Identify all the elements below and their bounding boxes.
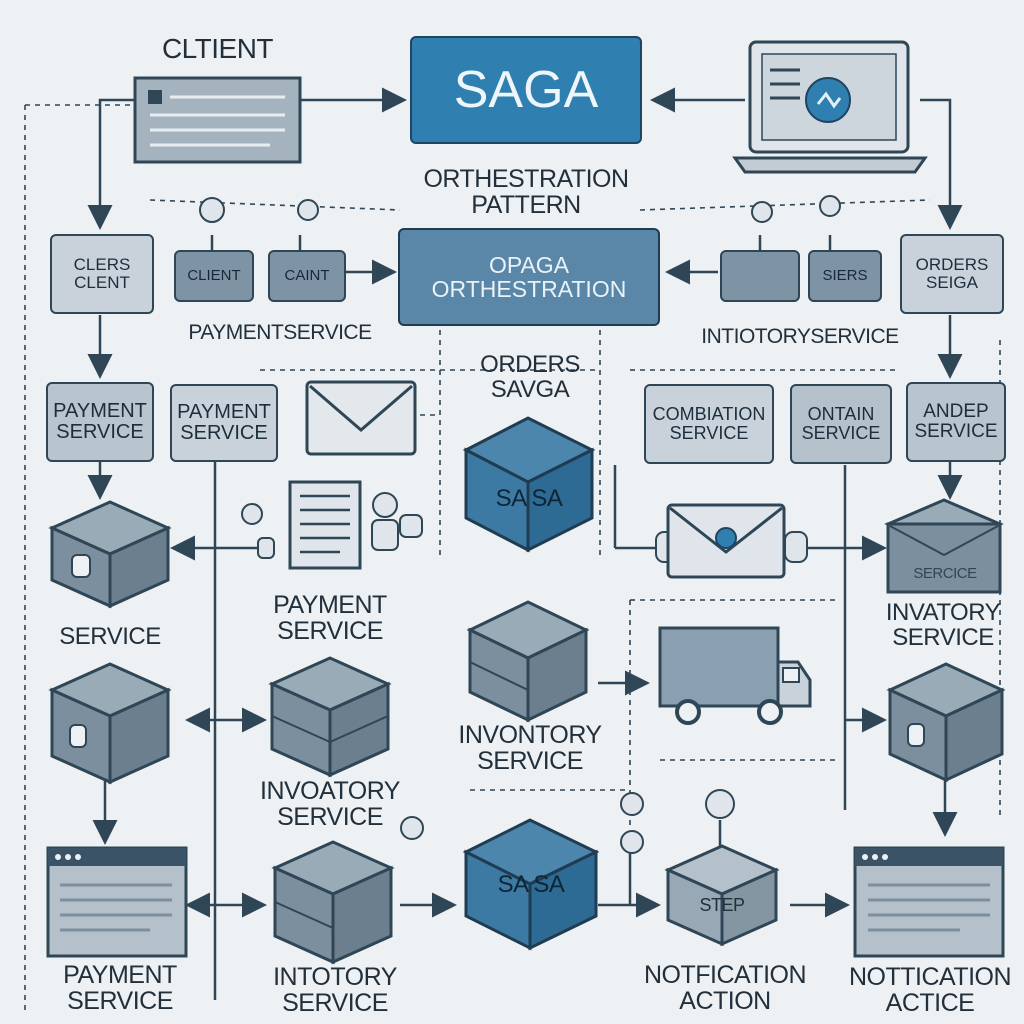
notication-actice-caption: NOTTICATION ACTICE bbox=[848, 963, 1012, 1018]
andep-service-box: ANDEP SERVICE bbox=[906, 382, 1006, 462]
service-cube-bottom-left bbox=[271, 840, 395, 965]
caint-box: CAINT bbox=[268, 250, 346, 302]
laptop-icon bbox=[732, 40, 928, 174]
saga-cube-bottom-label: SA SA bbox=[497, 871, 565, 898]
client-top-label: CLTIENT bbox=[161, 33, 274, 64]
saga-title-box: SAGA bbox=[410, 36, 642, 144]
invoatory-service-left-caption: INVOATORY SERVICE bbox=[260, 777, 400, 832]
orchestration-pattern-label: ORTHESTRATION PATTERN bbox=[423, 165, 629, 220]
invatory-service-right-caption: INVATORY SERVICE bbox=[885, 599, 1001, 652]
saga-title: SAGA bbox=[453, 60, 599, 119]
ontain-service-box: ONTAIN SERVICE bbox=[790, 384, 892, 464]
combiation-service-box: COMBIATION SERVICE bbox=[644, 384, 774, 464]
orders-saga-center-label: ORDERS SAVGA bbox=[480, 351, 580, 404]
inventory-service-center-caption: INVONTORY SERVICE bbox=[458, 721, 602, 776]
document-icon bbox=[288, 480, 362, 570]
saga-cube-top-label: SA SA bbox=[495, 485, 563, 512]
envelope-icon bbox=[305, 380, 417, 456]
payment-service-box-2: PAYMENT SERVICE bbox=[170, 384, 278, 462]
sieps-box: SIERS bbox=[808, 250, 882, 302]
connectors bbox=[87, 87, 963, 1000]
intotory-service-bottom-caption: INTOTORY SERVICE bbox=[273, 963, 397, 1018]
notification-window-icon bbox=[853, 846, 1005, 958]
intotory-service-caption-row2: INTIOTORYSERVICE bbox=[701, 325, 899, 348]
clers-client-box: CLERS CLENT bbox=[50, 234, 154, 314]
envelope-icon-2 bbox=[666, 503, 786, 579]
service-cube-left-1 bbox=[48, 500, 172, 609]
step-cube bbox=[664, 844, 780, 947]
service-cube-center-gray bbox=[466, 600, 590, 723]
payment-service-bottom-caption: PAYMENT SERVICE bbox=[63, 961, 177, 1016]
opaga-orchestration-box: OPAGA ORTHESTRATION bbox=[398, 228, 660, 326]
service-cube-mid-left bbox=[268, 656, 392, 778]
service-cube-right-1 bbox=[884, 498, 1004, 594]
orders-seiga-box: ORDERS SEIGA bbox=[900, 234, 1004, 314]
service-left-caption: SERVICE bbox=[59, 623, 161, 650]
node-icons bbox=[199, 195, 841, 854]
saga-cube-bottom bbox=[462, 818, 600, 951]
client-window-icon bbox=[133, 76, 302, 164]
payment-service-mid-caption: PAYMENT SERVICE bbox=[273, 591, 387, 646]
service-cube-right-2 bbox=[886, 662, 1006, 783]
payment-service-caption-row2: PAYMENTSERVICE bbox=[188, 321, 372, 344]
payment-service-box-1: PAYMENT SERVICE bbox=[46, 382, 154, 462]
saga-cube-top bbox=[462, 416, 596, 553]
step-icon-box bbox=[720, 250, 800, 302]
payment-window-icon bbox=[46, 846, 188, 958]
step-label: STEP bbox=[699, 895, 745, 915]
truck-icon bbox=[658, 626, 812, 725]
client-small-box: CLIENT bbox=[174, 250, 254, 302]
service-cube-left-2 bbox=[48, 662, 172, 785]
notification-action-caption: NOTFICATION ACTION bbox=[643, 961, 807, 1016]
sercice-tag: SERCICE bbox=[913, 565, 977, 582]
